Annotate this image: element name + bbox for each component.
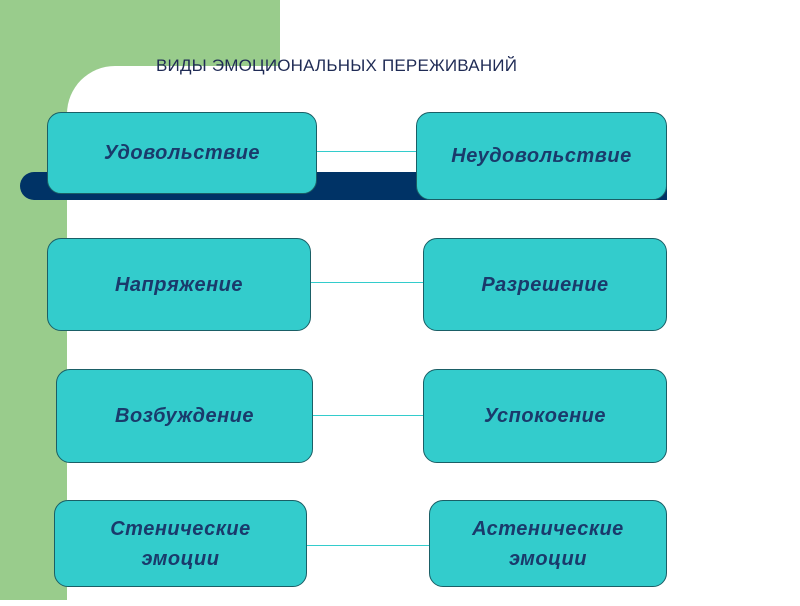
box-sthenic-line1: Стенические xyxy=(110,517,251,540)
box-calming: Успокоение xyxy=(423,369,667,463)
box-pleasure: Удовольствие xyxy=(47,112,317,194)
box-resolution: Разрешение xyxy=(423,238,667,331)
box-tension: Напряжение xyxy=(47,238,311,331)
box-sthenic-emotions: Стенические эмоции xyxy=(54,500,307,587)
box-displeasure-label: Неудовольствие xyxy=(451,145,632,167)
box-calming-label: Успокоение xyxy=(483,405,606,427)
connector-4 xyxy=(306,545,430,546)
box-displeasure: Неудовольствие xyxy=(416,112,667,200)
box-asthenic-line1: Астенические xyxy=(472,517,624,540)
connector-3 xyxy=(312,415,424,416)
box-resolution-label: Разрешение xyxy=(481,273,609,296)
box-pleasure-label: Удовольствие xyxy=(103,142,261,164)
box-excitement-label: Возбуждение xyxy=(115,405,254,427)
box-tension-label: Напряжение xyxy=(114,273,244,296)
box-excitement: Возбуждение xyxy=(56,369,313,463)
connector-2 xyxy=(310,282,424,283)
page-title: ВИДЫ ЭМОЦИОНАЛЬНЫХ ПЕРЕЖИВАНИЙ xyxy=(156,56,518,75)
box-sthenic-line2: эмоции xyxy=(141,547,220,570)
connector-1 xyxy=(316,151,418,152)
box-asthenic-emotions: Астенические эмоции xyxy=(429,500,667,587)
box-asthenic-line2: эмоции xyxy=(509,547,587,570)
